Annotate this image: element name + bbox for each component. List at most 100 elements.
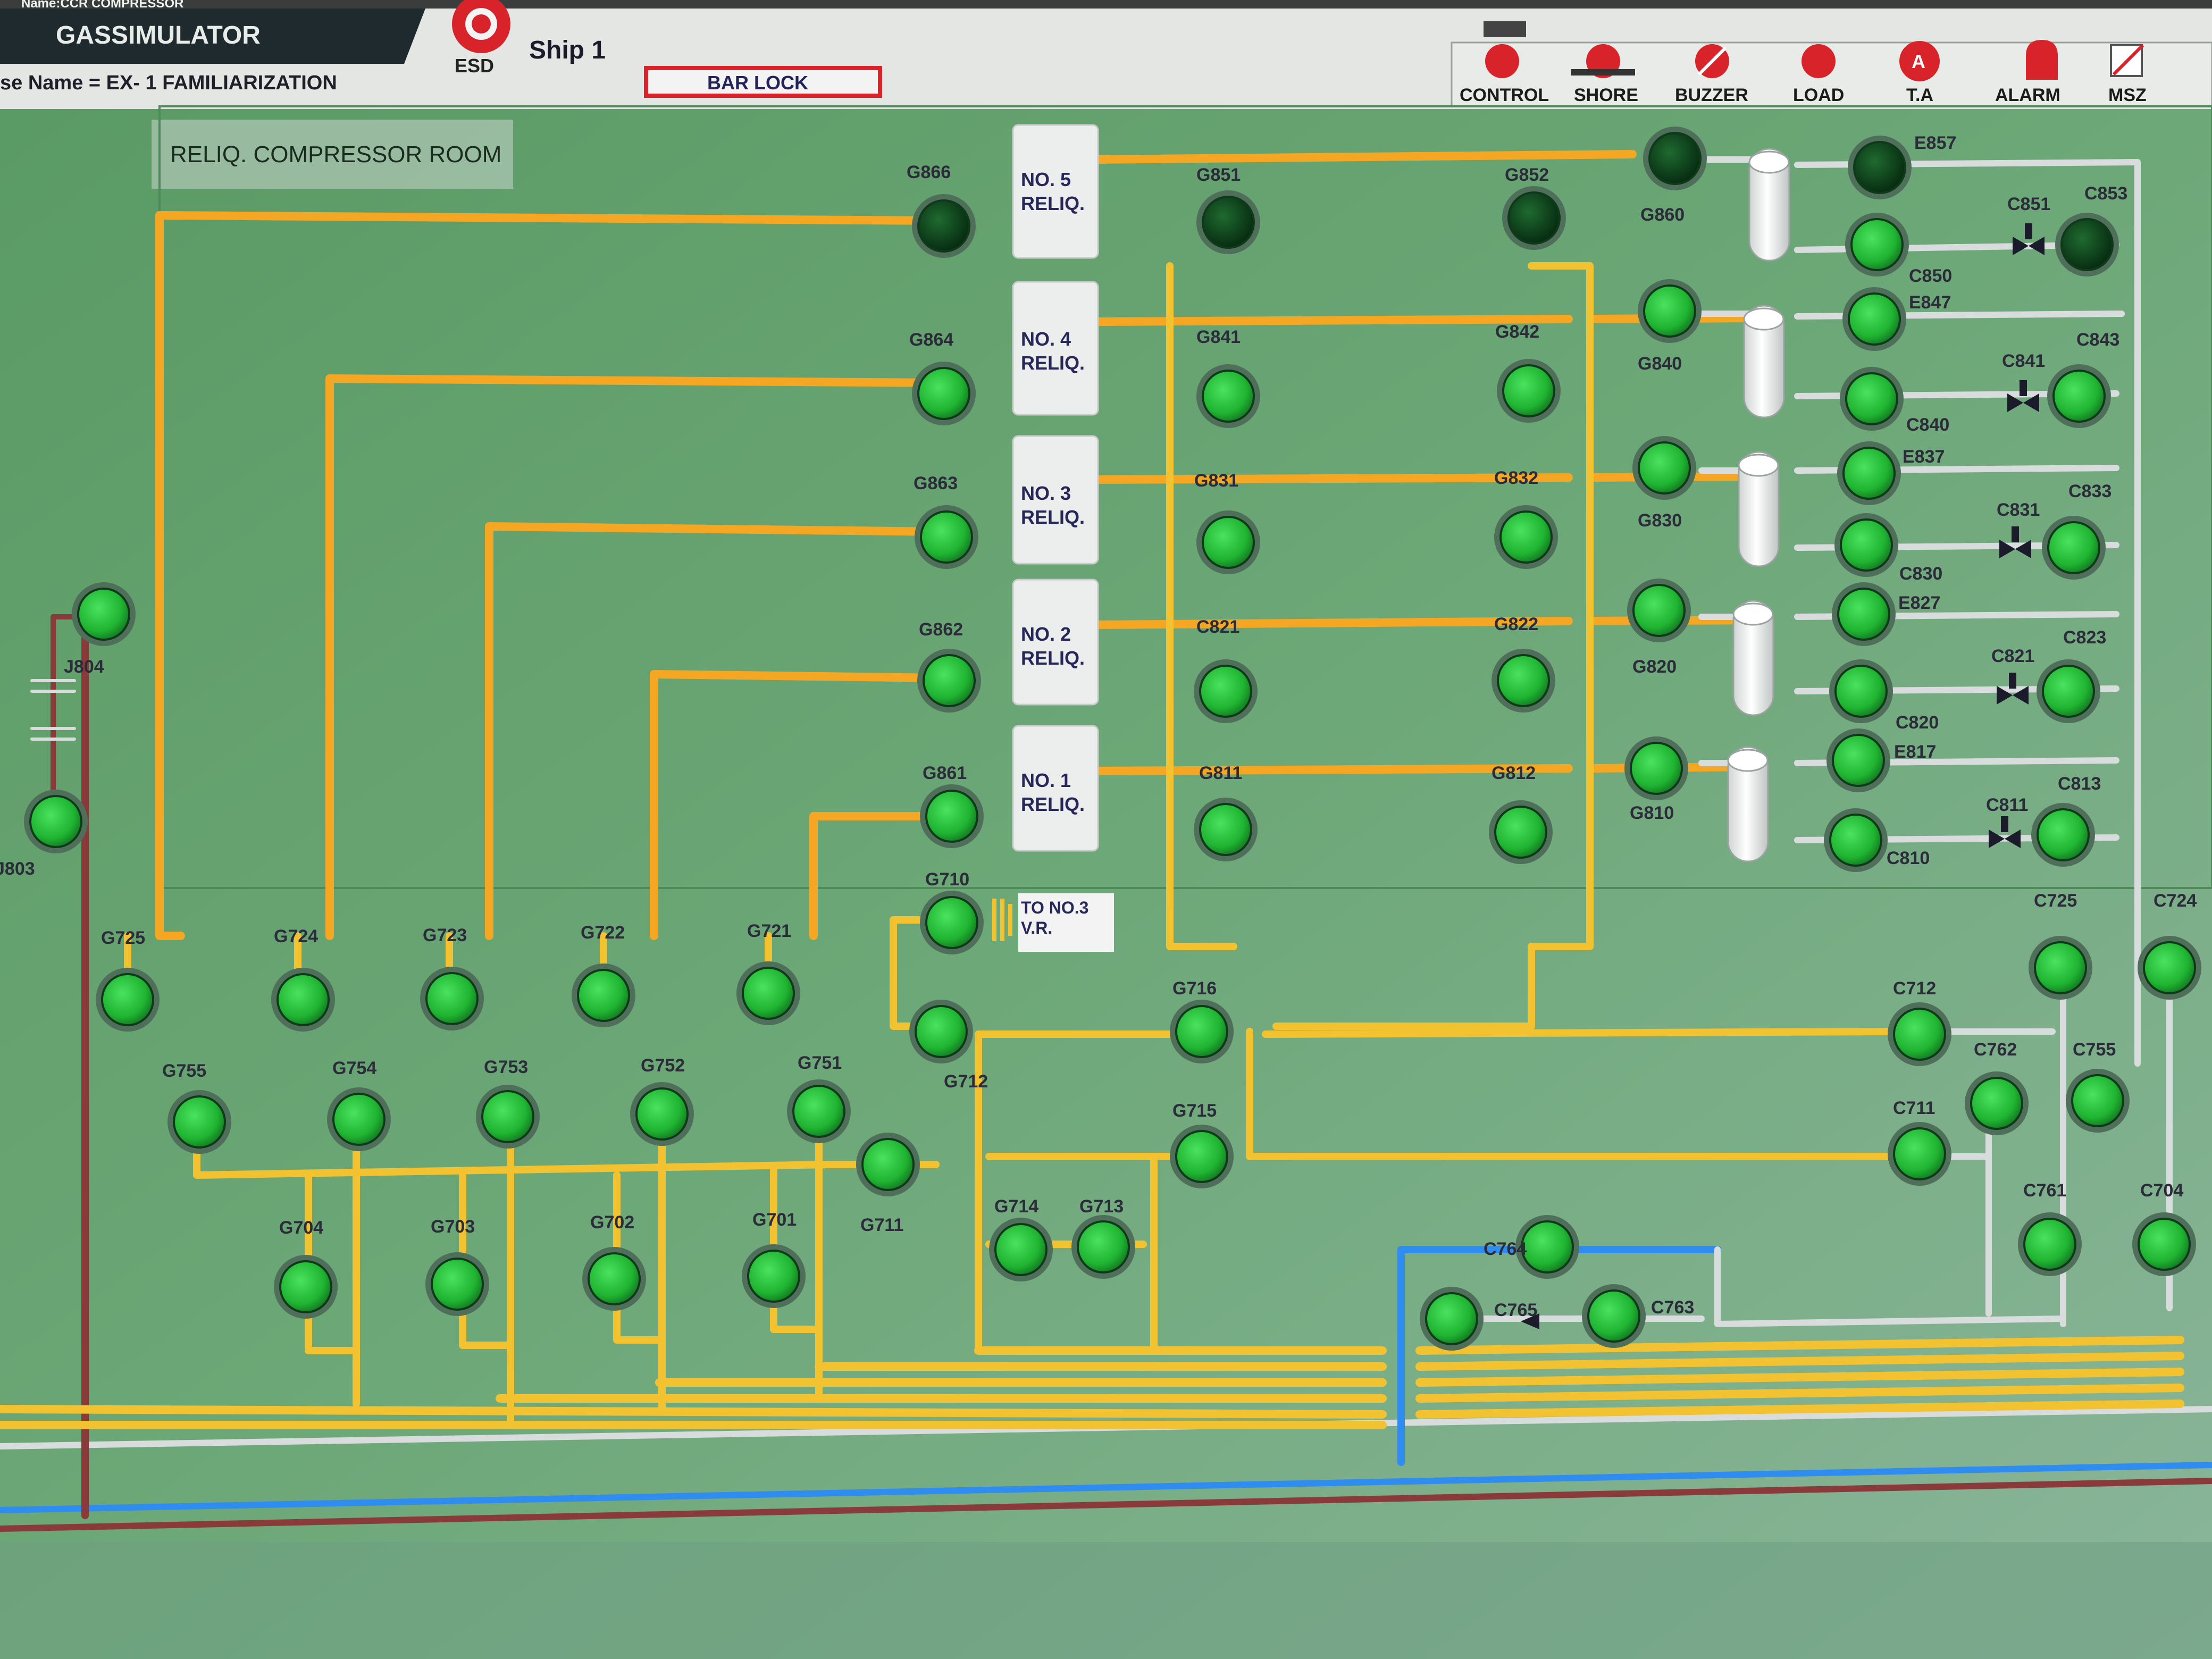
toolbar-msz-button[interactable]: MSZ (2108, 44, 2147, 105)
valve-g716[interactable]: G716 (1170, 978, 1234, 1063)
toolbar-load-button[interactable]: LOAD (1793, 44, 1844, 105)
valve-g701[interactable]: G701 (742, 1210, 806, 1308)
valve-g715[interactable]: G715 (1170, 1101, 1234, 1188)
valve-c761[interactable]: C761 (2018, 1180, 2082, 1276)
valve-g703[interactable]: G703 (425, 1217, 489, 1316)
valve-g841[interactable]: G841 (1196, 327, 1260, 428)
valve-g863[interactable]: G863 (914, 473, 978, 569)
toolbar-buzzer-button[interactable]: BUZZER (1675, 44, 1748, 105)
valve-g714[interactable]: G714 (989, 1196, 1053, 1281)
valve-c853[interactable]: C853 (2055, 183, 2127, 276)
valve-g711[interactable]: G711 (856, 1133, 920, 1235)
control-valve-c821[interactable]: C821 (1991, 646, 2034, 705)
ta-icon-glyph: A (1912, 51, 1925, 72)
valve-c823[interactable]: C823 (2037, 627, 2106, 723)
control-valve-c851[interactable]: C851 (2007, 194, 2050, 255)
valve-e857[interactable]: E857 (1848, 133, 1956, 199)
valve-c830[interactable]: C830 (1834, 513, 1942, 584)
valve-c755[interactable]: C755 (2066, 1040, 2130, 1133)
valve-g722[interactable]: G722 (572, 923, 635, 1027)
valve-c763[interactable]: C763 (1582, 1284, 1694, 1348)
reliq-unit-1[interactable]: NO. 1 RELIQ. (1012, 725, 1099, 852)
valve-e847[interactable]: E847 (1842, 287, 1951, 351)
valve-g812-label: G812 (1492, 763, 1536, 783)
valve-c762[interactable]: C762 (1965, 1040, 2029, 1135)
valve-g840[interactable]: G840 (1638, 279, 1702, 374)
control-valve-c831[interactable]: C831 (1997, 500, 2040, 558)
valve-c724[interactable]: C724 (2138, 891, 2201, 1000)
valve-g810[interactable]: G810 (1624, 736, 1688, 823)
toolbar-alarm-button[interactable]: ALARM (1995, 40, 2060, 105)
reliq-unit-3[interactable]: NO. 3 RELIQ. (1012, 435, 1099, 565)
valve-c840[interactable]: C840 (1840, 367, 1949, 435)
valve-g712[interactable]: G712 (909, 1000, 988, 1092)
valve-g831[interactable]: G831 (1194, 471, 1260, 574)
valve-c762-indicator (1970, 1077, 2023, 1130)
control-valve-c841-label: C841 (2002, 351, 2045, 371)
valve-c765[interactable]: C765 (1420, 1287, 1537, 1351)
valve-g822[interactable]: G822 (1492, 614, 1555, 713)
valve-g723[interactable]: G723 (420, 925, 484, 1030)
valve-c764[interactable]: C764 (1484, 1215, 1579, 1279)
pipe-brown-main (0, 1478, 2212, 1532)
control-valve-c811-label: C811 (1986, 795, 2028, 815)
valve-c830-indicator (1840, 518, 1893, 572)
valve-g851[interactable]: G851 (1196, 165, 1260, 254)
valve-g725[interactable]: G725 (96, 928, 160, 1032)
valve-j804[interactable]: J804 (64, 582, 136, 677)
valve-g755[interactable]: G755 (162, 1061, 231, 1154)
reliq-unit-4[interactable]: NO. 4 RELIQ. (1012, 281, 1099, 416)
valve-g754[interactable]: G754 (327, 1058, 391, 1151)
reliq-unit-5[interactable]: NO. 5 RELIQ. (1012, 124, 1099, 259)
reliq-unit-2-line2: RELIQ. (1021, 647, 1085, 669)
esd-button[interactable]: ESD (452, 0, 510, 77)
valve-g751[interactable]: G751 (787, 1053, 851, 1143)
to-vr-flange-icon (992, 899, 1012, 941)
valve-c821[interactable]: C821 (1194, 617, 1258, 723)
valve-g752[interactable]: G752 (630, 1055, 694, 1146)
valve-g811[interactable]: G811 (1194, 763, 1258, 861)
valve-g864[interactable]: G864 (909, 330, 976, 425)
valve-e817[interactable]: E817 (1826, 728, 1936, 792)
valve-c820[interactable]: C820 (1829, 659, 1939, 733)
valve-g702[interactable]: G702 (582, 1212, 646, 1311)
toolbar-control-button[interactable]: CONTROL (1460, 21, 1549, 105)
valve-g860[interactable]: G860 (1640, 127, 1707, 225)
valve-g866[interactable]: G866 (907, 162, 976, 258)
control-valve-c811[interactable]: C811 (1986, 795, 2028, 848)
bar-lock-button[interactable]: BAR LOCK (644, 66, 882, 98)
valve-g713[interactable]: G713 (1071, 1196, 1135, 1279)
valve-c833[interactable]: C833 (2042, 481, 2112, 580)
valve-g861[interactable]: G861 (920, 763, 984, 848)
valve-e837[interactable]: E837 (1837, 441, 1945, 505)
valve-c843[interactable]: C843 (2047, 330, 2119, 428)
valve-g704[interactable]: G704 (274, 1218, 338, 1319)
valve-c704[interactable]: C704 (2132, 1180, 2196, 1276)
toolbar-ta-button[interactable]: A T.A (1899, 41, 1940, 105)
valve-g721[interactable]: G721 (736, 921, 800, 1025)
valve-g830[interactable]: G830 (1632, 436, 1696, 531)
valve-c711[interactable]: C711 (1888, 1098, 1951, 1186)
valve-c712[interactable]: C712 (1888, 978, 1951, 1066)
valve-g842[interactable]: G842 (1495, 322, 1561, 423)
valve-e827[interactable]: E827 (1832, 582, 1940, 646)
valve-g753[interactable]: G753 (476, 1057, 540, 1149)
valve-g852[interactable]: G852 (1502, 165, 1566, 250)
valve-c725[interactable]: C725 (2029, 891, 2092, 1000)
valve-c810[interactable]: C810 (1824, 808, 1930, 872)
valve-g862[interactable]: G862 (917, 619, 981, 713)
valve-c850[interactable]: C850 (1845, 213, 1952, 286)
control-valve-c841[interactable]: C841 (2002, 351, 2045, 412)
valve-g820[interactable]: G820 (1627, 579, 1691, 677)
reliq-unit-2[interactable]: NO. 2 RELIQ. (1012, 579, 1099, 706)
valve-j803[interactable]: J803 (0, 790, 88, 879)
valve-g724[interactable]: G724 (271, 926, 335, 1032)
to-vr-plate (1018, 893, 1114, 952)
valve-c813[interactable]: C813 (2031, 774, 2101, 867)
valve-g710[interactable]: G710 (920, 869, 984, 954)
toolbar-shore-button[interactable]: SHORE (1571, 44, 1638, 105)
valve-g725-label: G725 (101, 928, 145, 948)
window-title: Name:CCR COMPRESSOR (21, 0, 183, 11)
valve-g832[interactable]: G832 (1494, 468, 1558, 569)
valve-g812[interactable]: G812 (1489, 763, 1553, 864)
